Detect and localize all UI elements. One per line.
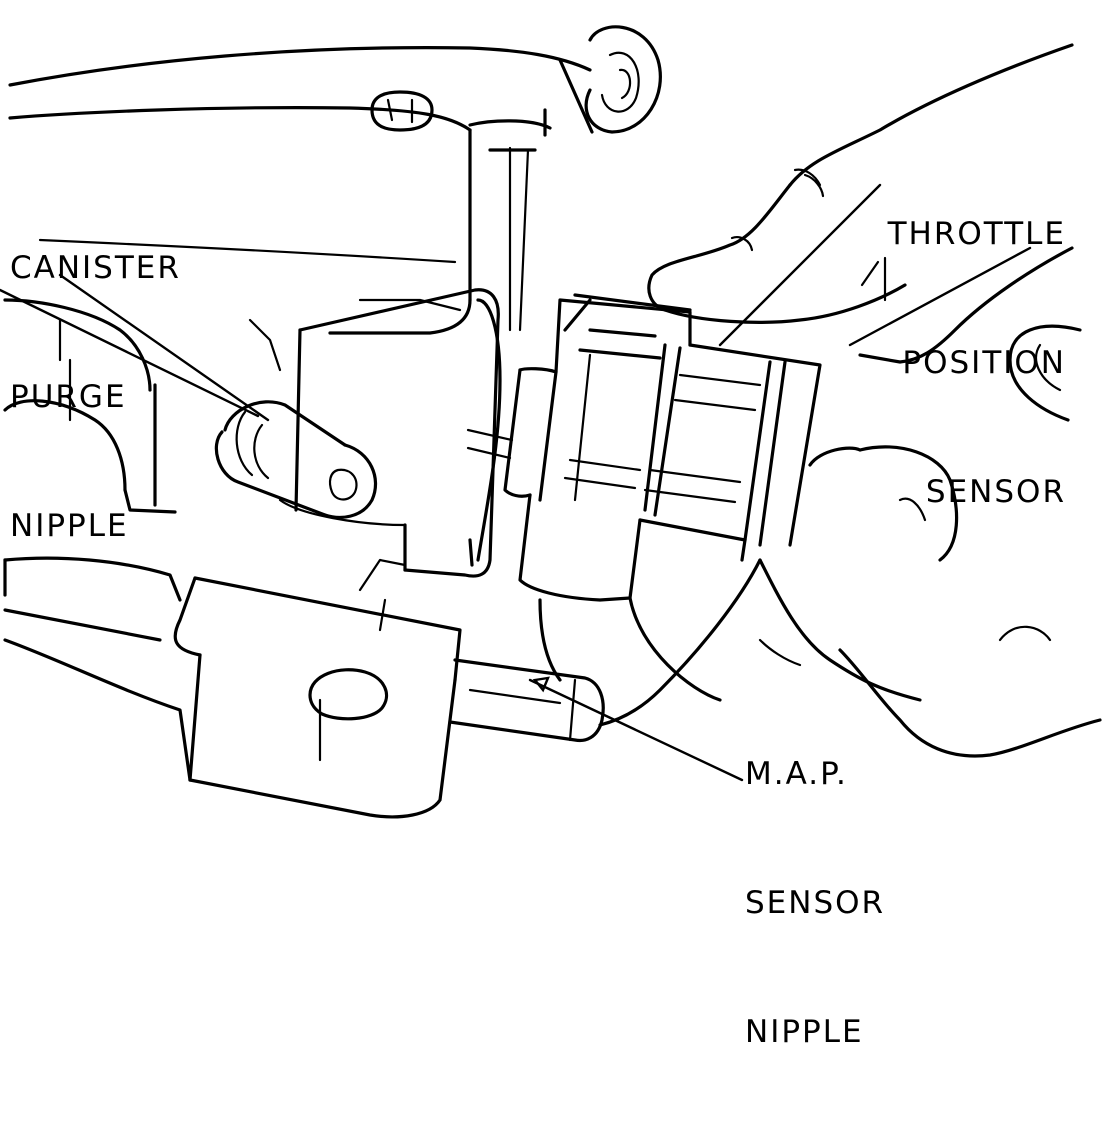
mounting-bolt <box>370 90 434 132</box>
hand <box>538 43 1102 758</box>
leader-canister <box>58 273 270 422</box>
map-sensor-nipple <box>448 658 605 743</box>
leader-lines <box>0 183 1032 782</box>
leader-canister-2 <box>0 288 260 418</box>
tps-body <box>503 293 822 602</box>
map-sensor-nipple-label: M.A.P. SENSOR NIPPLE <box>745 667 885 1140</box>
leader-map <box>528 678 744 782</box>
leader-map-arrow <box>532 676 550 693</box>
throttle-body-upper <box>8 46 592 335</box>
diagram-canvas: CANISTER PURGE NIPPLE THROTTLE POSITION … <box>0 25 1102 1050</box>
label-line: NIPPLE <box>10 508 129 544</box>
throttle-position-sensor-label: THROTTLE POSITION SENSOR <box>880 127 1066 600</box>
leader-tps-2 <box>848 246 1032 347</box>
throttle-shaft <box>466 298 514 567</box>
leader-tps <box>718 183 882 347</box>
label-line: SENSOR <box>925 474 1066 510</box>
base-flange <box>3 558 462 819</box>
label-line: PURGE <box>10 379 127 415</box>
throttle-body-left <box>3 298 282 602</box>
label-line: POSITION <box>902 345 1066 381</box>
label-line: SENSOR <box>745 885 886 921</box>
label-line: THROTTLE <box>887 216 1066 252</box>
line-drawing <box>0 25 1102 819</box>
label-line: CANISTER <box>10 250 181 286</box>
canister-purge-nipple <box>214 400 378 519</box>
label-line: NIPPLE <box>745 1014 864 1050</box>
canister-purge-nipple-label: CANISTER PURGE NIPPLE <box>10 161 181 634</box>
linkage-coil <box>558 25 662 134</box>
label-line: M.A.P. <box>745 756 848 792</box>
